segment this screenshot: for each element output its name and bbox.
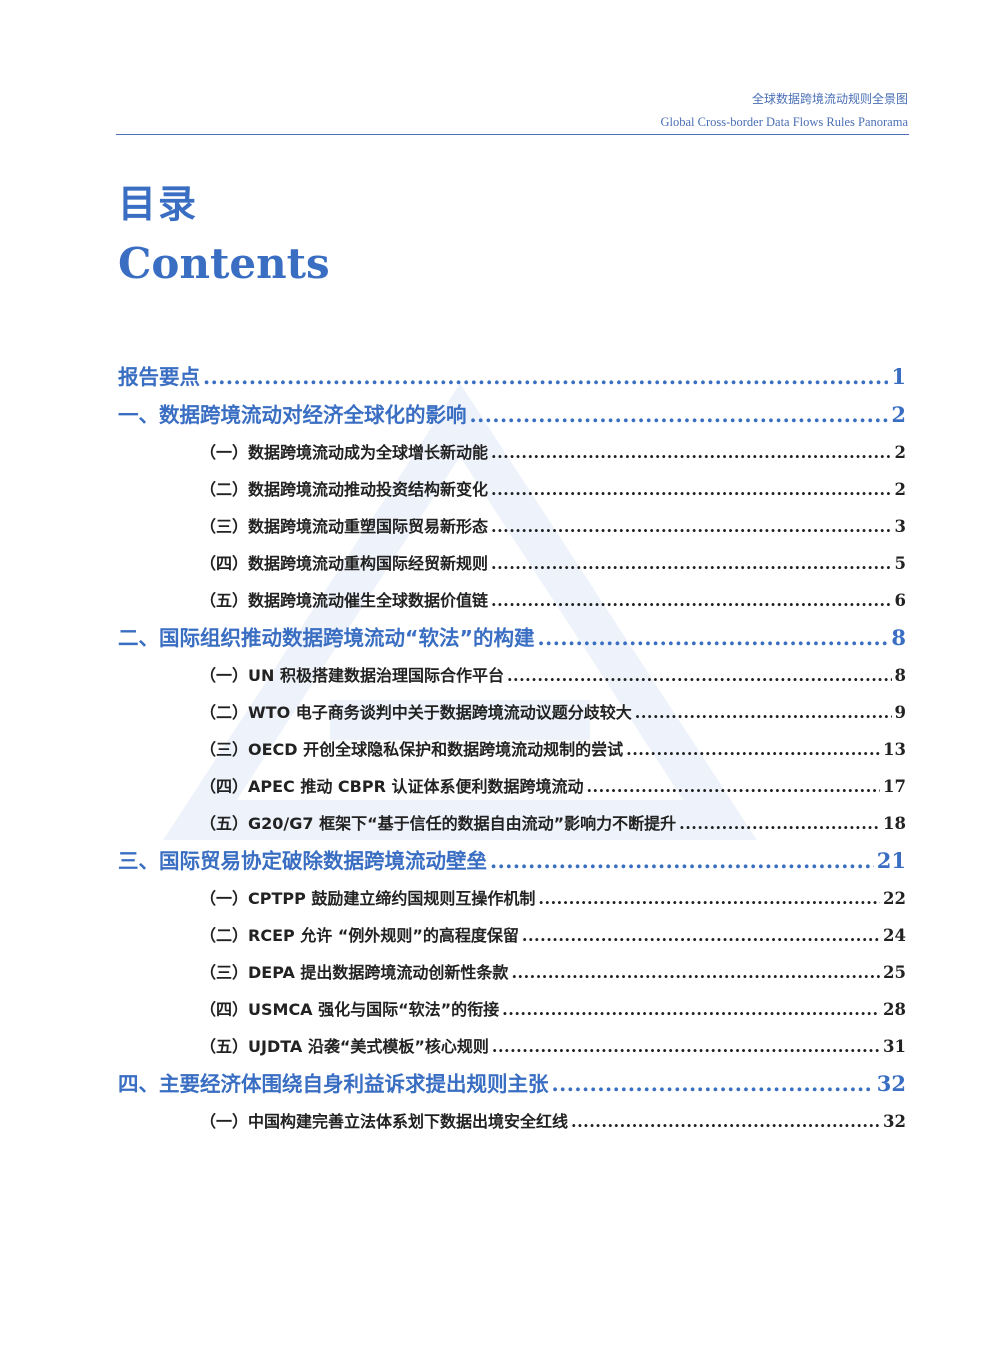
toc-page-number: 22 xyxy=(883,889,906,908)
toc-page-number: 1 xyxy=(891,364,906,389)
toc-page-number: 2 xyxy=(894,480,906,499)
toc-subsection-entry[interactable]: （二）RCEP 允许 “例外规则”的高程度保留 24 xyxy=(118,917,906,954)
toc-entry-title: （一）UN 积极搭建数据治理国际合作平台 xyxy=(200,666,504,685)
toc-subsection-entry[interactable]: （四）数据跨境流动重构国际经贸新规则 5 xyxy=(118,545,906,582)
toc-page-number: 3 xyxy=(894,517,906,536)
toc-page-number: 32 xyxy=(876,1071,906,1096)
toc-page-number: 2 xyxy=(894,443,906,462)
toc-dot-leader xyxy=(491,545,892,582)
toc-page-number: 9 xyxy=(894,703,906,722)
toc-entry-title: （二）WTO 电子商务谈判中关于数据跨境流动议题分歧较大 xyxy=(200,703,632,722)
toc-section-entry[interactable]: 报告要点 1 xyxy=(118,358,906,396)
toc-dot-leader xyxy=(586,768,880,805)
toc-subsection-entry[interactable]: （四）USMCA 强化与国际“软法”的衔接 28 xyxy=(118,991,906,1028)
toc-section-entry[interactable]: 四、主要经济体围绕自身利益诉求提出规则主张 32 xyxy=(118,1065,906,1103)
header-title-cn: 全球数据跨境流动规则全景图 xyxy=(751,92,908,106)
toc-dot-leader xyxy=(538,880,880,917)
toc-entry-title: （三）数据跨境流动重塑国际贸易新形态 xyxy=(200,517,489,536)
toc-page-number: 17 xyxy=(883,777,906,796)
toc-dot-leader xyxy=(635,694,892,731)
toc-page-number: 8 xyxy=(894,666,906,685)
toc-dot-leader xyxy=(571,1103,880,1140)
table-of-contents: 报告要点1一、数据跨境流动对经济全球化的影响2（一）数据跨境流动成为全球增长新动… xyxy=(118,358,906,1140)
toc-subsection-entry[interactable]: （一）CPTPP 鼓励建立缔约国规则互操作机制 22 xyxy=(118,880,906,917)
toc-subsection-entry[interactable]: （五）UJDTA 沿袭“美式模板”核心规则 31 xyxy=(118,1028,906,1065)
toc-dot-leader xyxy=(470,396,889,434)
toc-subsection-entry[interactable]: （一）中国构建完善立法体系划下数据出境安全红线 32 xyxy=(118,1103,906,1140)
toc-dot-leader xyxy=(626,731,880,768)
toc-entry-title: （五）G20/G7 框架下“基于信任的数据自由流动”影响力不断提升 xyxy=(200,814,677,833)
toc-page-number: 21 xyxy=(876,848,906,873)
toc-section-entry[interactable]: 一、数据跨境流动对经济全球化的影响 2 xyxy=(118,396,906,434)
toc-entry-title: （三）OECD 开创全球隐私保护和数据跨境流动规制的尝试 xyxy=(200,740,624,759)
toc-page-number: 8 xyxy=(891,625,906,650)
toc-dot-leader xyxy=(537,619,888,657)
toc-entry-title: （三）DEPA 提出数据跨境流动创新性条款 xyxy=(200,963,509,982)
toc-subsection-entry[interactable]: （四）APEC 推动 CBPR 认证体系便利数据跨境流动 17 xyxy=(118,768,906,805)
header-divider xyxy=(116,134,909,135)
toc-dot-leader xyxy=(679,805,880,842)
toc-page-number: 31 xyxy=(883,1037,906,1056)
toc-section-entry[interactable]: 三、国际贸易协定破除数据跨境流动壁垒 21 xyxy=(118,842,906,880)
page-title-cn: 目录 xyxy=(118,182,199,226)
toc-dot-leader xyxy=(491,471,892,508)
toc-entry-title: （四）APEC 推动 CBPR 认证体系便利数据跨境流动 xyxy=(200,777,584,796)
toc-page-number: 6 xyxy=(894,591,906,610)
toc-entry-title: （五）数据跨境流动催生全球数据价值链 xyxy=(200,591,489,610)
toc-entry-title: （一）CPTPP 鼓励建立缔约国规则互操作机制 xyxy=(200,889,536,908)
toc-dot-leader xyxy=(203,358,888,396)
toc-entry-title: （一）中国构建完善立法体系划下数据出境安全红线 xyxy=(200,1112,569,1131)
toc-page-number: 2 xyxy=(891,402,906,427)
toc-entry-title: （四）USMCA 强化与国际“软法”的衔接 xyxy=(200,1000,500,1019)
toc-entry-title: 报告要点 xyxy=(118,365,200,389)
toc-entry-title: 四、主要经济体围绕自身利益诉求提出规则主张 xyxy=(118,1072,549,1096)
toc-page-number: 28 xyxy=(883,1000,906,1019)
toc-dot-leader xyxy=(491,434,892,471)
toc-page-number: 32 xyxy=(883,1112,906,1131)
toc-entry-title: （五）UJDTA 沿袭“美式模板”核心规则 xyxy=(200,1037,489,1056)
toc-subsection-entry[interactable]: （二）WTO 电子商务谈判中关于数据跨境流动议题分歧较大 9 xyxy=(118,694,906,731)
toc-dot-leader xyxy=(490,842,874,880)
toc-subsection-entry[interactable]: （一）数据跨境流动成为全球增长新动能 2 xyxy=(118,434,906,471)
toc-section-entry[interactable]: 二、国际组织推动数据跨境流动“软法”的构建 8 xyxy=(118,619,906,657)
toc-entry-title: 一、数据跨境流动对经济全球化的影响 xyxy=(118,403,467,427)
toc-entry-title: （二）数据跨境流动推动投资结构新变化 xyxy=(200,480,489,499)
toc-dot-leader xyxy=(522,917,880,954)
toc-subsection-entry[interactable]: （一）UN 积极搭建数据治理国际合作平台 8 xyxy=(118,657,906,694)
toc-page-number: 18 xyxy=(883,814,906,833)
toc-page-number: 5 xyxy=(894,554,906,573)
toc-subsection-entry[interactable]: （三）数据跨境流动重塑国际贸易新形态 3 xyxy=(118,508,906,545)
toc-entry-title: （二）RCEP 允许 “例外规则”的高程度保留 xyxy=(200,926,519,945)
header-title-en: Global Cross-border Data Flows Rules Pan… xyxy=(660,115,908,129)
toc-page-number: 24 xyxy=(883,926,906,945)
page-title-en: Contents xyxy=(118,239,330,288)
toc-dot-leader xyxy=(552,1065,874,1103)
toc-entry-title: （四）数据跨境流动重构国际经贸新规则 xyxy=(200,554,489,573)
toc-page-number: 13 xyxy=(883,740,906,759)
toc-subsection-entry[interactable]: （五）数据跨境流动催生全球数据价值链 6 xyxy=(118,582,906,619)
toc-dot-leader xyxy=(511,954,880,991)
toc-subsection-entry[interactable]: （二）数据跨境流动推动投资结构新变化 2 xyxy=(118,471,906,508)
toc-dot-leader xyxy=(491,582,892,619)
toc-dot-leader xyxy=(507,657,892,694)
toc-entry-title: 二、国际组织推动数据跨境流动“软法”的构建 xyxy=(118,626,535,650)
toc-entry-title: 三、国际贸易协定破除数据跨境流动壁垒 xyxy=(118,849,487,873)
toc-dot-leader xyxy=(492,1028,880,1065)
toc-subsection-entry[interactable]: （三）DEPA 提出数据跨境流动创新性条款 25 xyxy=(118,954,906,991)
toc-dot-leader xyxy=(491,508,892,545)
toc-page-number: 25 xyxy=(883,963,906,982)
toc-subsection-entry[interactable]: （五）G20/G7 框架下“基于信任的数据自由流动”影响力不断提升 18 xyxy=(118,805,906,842)
toc-subsection-entry[interactable]: （三）OECD 开创全球隐私保护和数据跨境流动规制的尝试 13 xyxy=(118,731,906,768)
toc-entry-title: （一）数据跨境流动成为全球增长新动能 xyxy=(200,443,489,462)
toc-dot-leader xyxy=(502,991,880,1028)
